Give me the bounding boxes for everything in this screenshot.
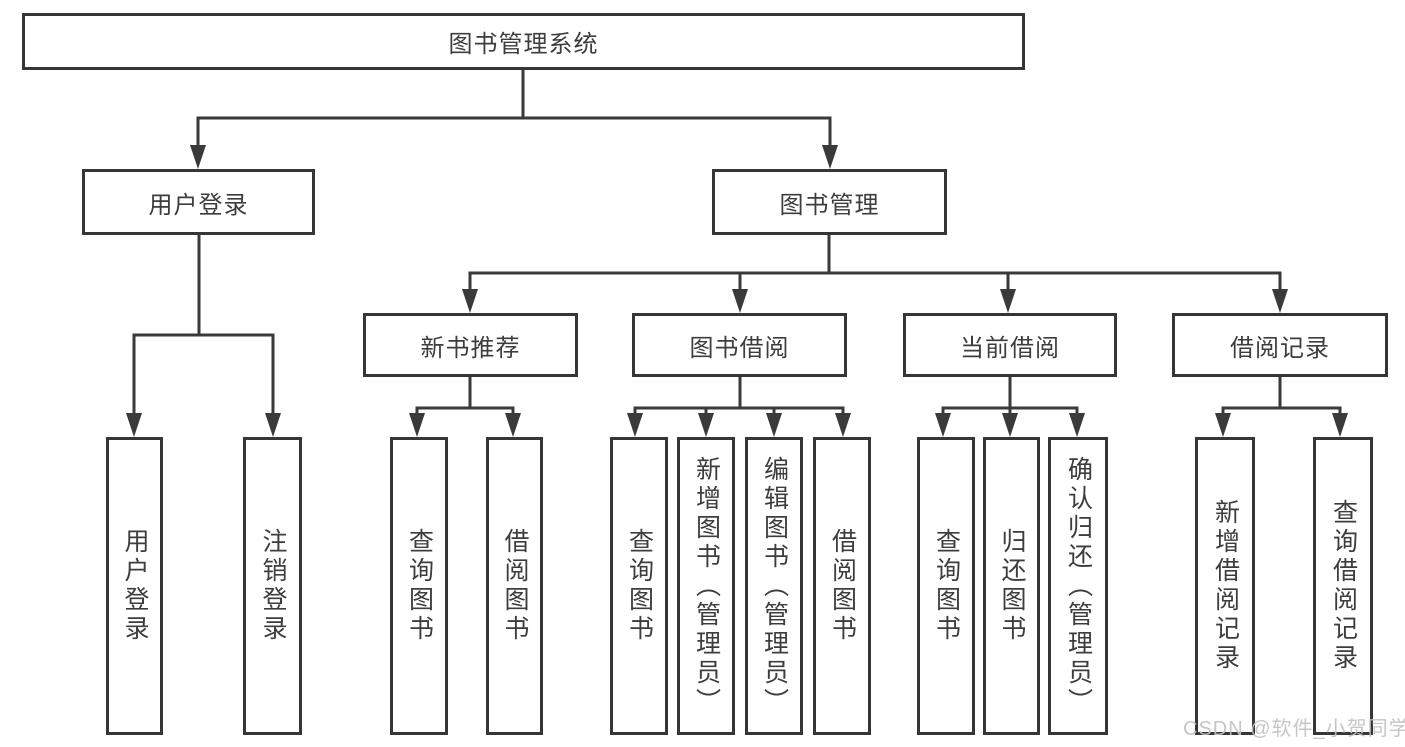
- node-label: 确认归还（管理员）: [1064, 455, 1093, 717]
- leaf-query-books-recommend: 查询图书: [390, 437, 448, 735]
- node-library-management-system: 图书管理系统: [22, 13, 1025, 70]
- leaf-confirm-return-admin: 确认归还（管理员）: [1048, 437, 1108, 735]
- node-book-management: 图书管理: [712, 169, 947, 235]
- leaf-query-books-current: 查询图书: [917, 437, 975, 735]
- leaf-add-borrow-record: 新增借阅记录: [1195, 437, 1255, 735]
- leaf-add-book-admin: 新增图书（管理员）: [677, 437, 735, 735]
- leaf-user-login: 用户登录: [106, 437, 163, 735]
- node-label: 编辑图书（管理员）: [760, 455, 789, 717]
- node-label: 新增图书（管理员）: [692, 455, 721, 717]
- csdn-watermark: CSDN @软件_小贺同学: [1183, 718, 1405, 740]
- node-current-borrowing: 当前借阅: [903, 313, 1117, 377]
- node-user-login: 用户登录: [82, 169, 315, 235]
- leaf-borrow-books-recommend: 借阅图书: [486, 437, 543, 735]
- node-label: 用户登录: [121, 528, 149, 644]
- node-label: 当前借阅: [960, 334, 1060, 362]
- node-label: 查询图书: [932, 528, 961, 644]
- node-label: 查询借阅记录: [1329, 499, 1358, 673]
- arrowheads: [126, 145, 1348, 437]
- leaf-return-book: 归还图书: [983, 437, 1040, 735]
- node-label: 查询图书: [405, 528, 434, 644]
- node-label: 注销登录: [259, 528, 287, 644]
- node-new-book-recommend: 新书推荐: [363, 313, 578, 377]
- node-label: 图书管理系统: [448, 31, 599, 58]
- leaf-query-books-borrowing: 查询图书: [610, 437, 668, 735]
- node-label: 图书借阅: [689, 334, 790, 362]
- node-label: 查询图书: [625, 528, 654, 644]
- node-label: 借阅记录: [1230, 334, 1330, 362]
- node-label: 归还图书: [998, 528, 1026, 644]
- node-book-borrowing: 图书借阅: [632, 313, 847, 377]
- node-label: 新增借阅记录: [1211, 499, 1240, 673]
- node-label: 新书推荐: [420, 334, 521, 362]
- node-label: 用户登录: [148, 191, 249, 219]
- leaf-query-borrow-record: 查询借阅记录: [1313, 437, 1373, 735]
- node-borrowing-records: 借阅记录: [1172, 313, 1388, 377]
- leaf-logout: 注销登录: [243, 437, 302, 735]
- node-label: 借阅图书: [828, 528, 857, 644]
- leaf-edit-book-admin: 编辑图书（管理员）: [745, 437, 803, 735]
- leaf-borrow-books-borrowing: 借阅图书: [813, 437, 871, 735]
- node-label: 借阅图书: [501, 528, 529, 644]
- node-label: 图书管理: [779, 191, 880, 219]
